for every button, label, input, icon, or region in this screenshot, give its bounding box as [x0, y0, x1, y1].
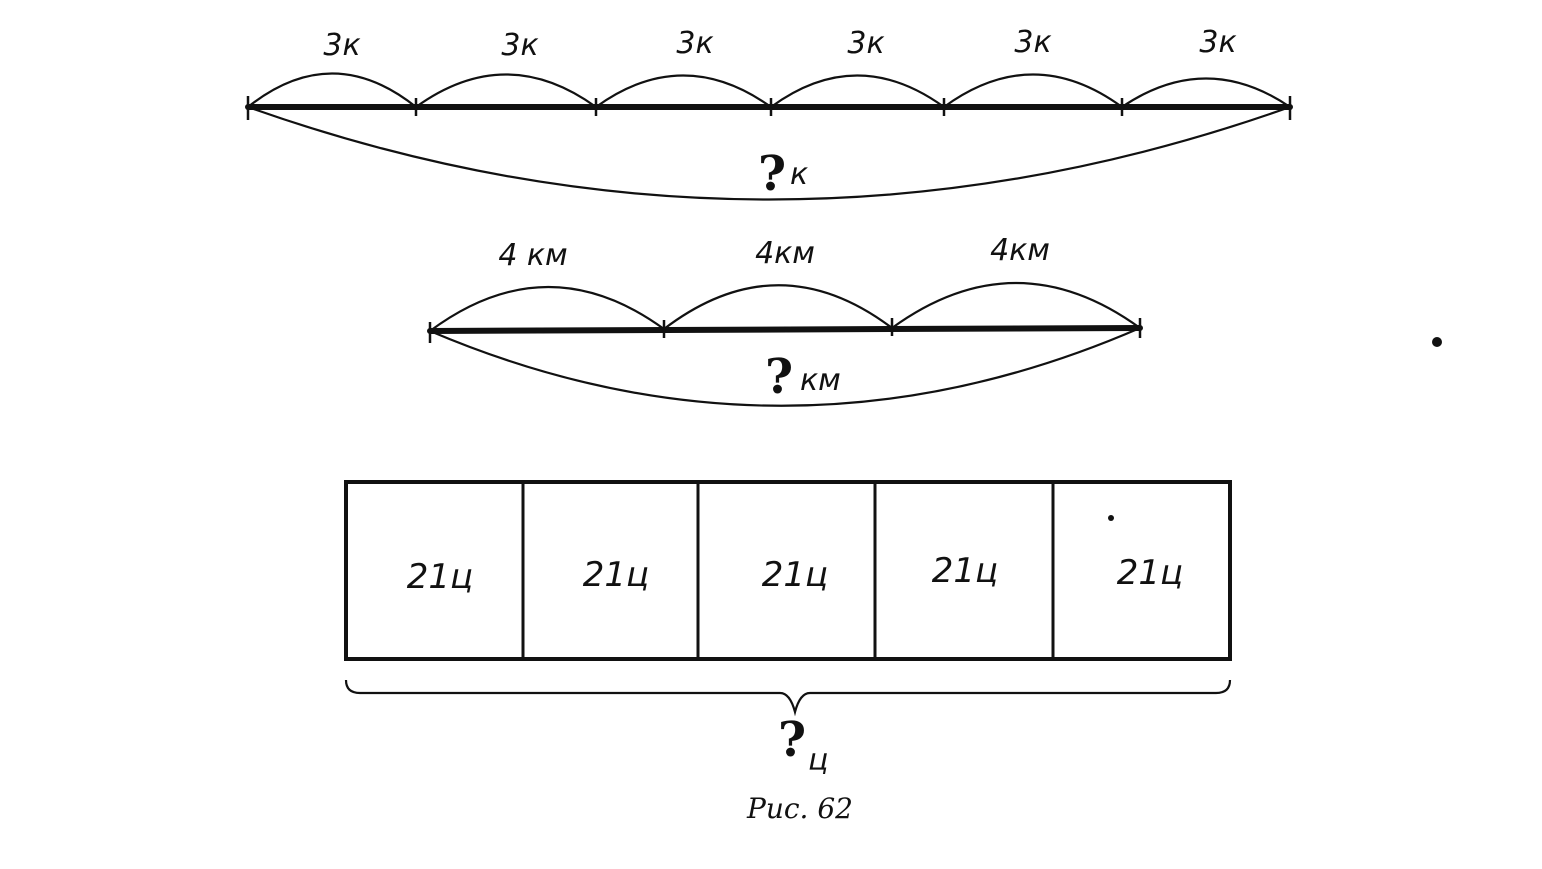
segment-diagram-1: 3к 3к 3к 3к 3к 3к ? к [245, 25, 1293, 202]
diagram2-segment-arc [891, 282, 1141, 329]
diagram3-question-mark: ? [778, 712, 806, 768]
figure-caption: Рис. 62 [746, 792, 853, 825]
diagram1-segment-arc [595, 74, 772, 108]
diagram2-total-unit: км [800, 363, 841, 398]
diagram1-segment-label: 3к [501, 28, 538, 63]
diagram1-segment-label: 3к [1199, 25, 1236, 60]
diagram3-box-label: 21ц [407, 557, 473, 597]
diagram2-total-arc [429, 326, 1141, 407]
box-diagram-3: 21ц 21ц 21ц 21ц 21ц ? ц [344, 480, 1232, 778]
diagram1-segment-label: 3к [847, 26, 884, 61]
diagram3-box-label: 21ц [762, 555, 828, 595]
diagram1-segment-label: 3к [676, 26, 713, 61]
diagram1-segment-label: 3к [1014, 25, 1051, 60]
scan-speck [1108, 515, 1114, 521]
diagram3-total-unit: ц [808, 743, 828, 778]
diagram1-segment-label: 3к [323, 28, 360, 63]
diagram1-segment-arc [247, 72, 417, 108]
scan-speck [1432, 337, 1442, 347]
diagram2-segment-label: 4км [990, 233, 1050, 268]
diagram3-brace [344, 679, 1232, 717]
diagram1-question-mark: ? [758, 146, 786, 202]
diagram3-box-label: 21ц [1117, 553, 1183, 593]
diagram2-segment-arc [663, 284, 893, 330]
diagram2-segment-label: 4 км [498, 238, 567, 273]
diagram3-box-label: 21ц [932, 551, 998, 591]
diagram1-total-unit: к [790, 157, 808, 192]
diagram1-segment-arc [770, 74, 945, 108]
segment-diagram-2: 4 км 4км 4км ? км [427, 233, 1143, 407]
diagram3-box-label: 21ц [583, 555, 649, 595]
diagram1-segment-arc [415, 73, 597, 108]
diagram1-segment-arc [943, 73, 1123, 108]
diagram2-segment-arc [429, 285, 665, 332]
diagram1-total-arc [247, 105, 1291, 201]
diagram2-segment-label: 4км [755, 236, 815, 271]
diagram3-outer-box [344, 480, 1232, 661]
diagram1-segment-arc [1121, 77, 1291, 108]
diagram2-main-line [427, 325, 1143, 334]
diagram2-question-mark: ? [765, 349, 793, 405]
